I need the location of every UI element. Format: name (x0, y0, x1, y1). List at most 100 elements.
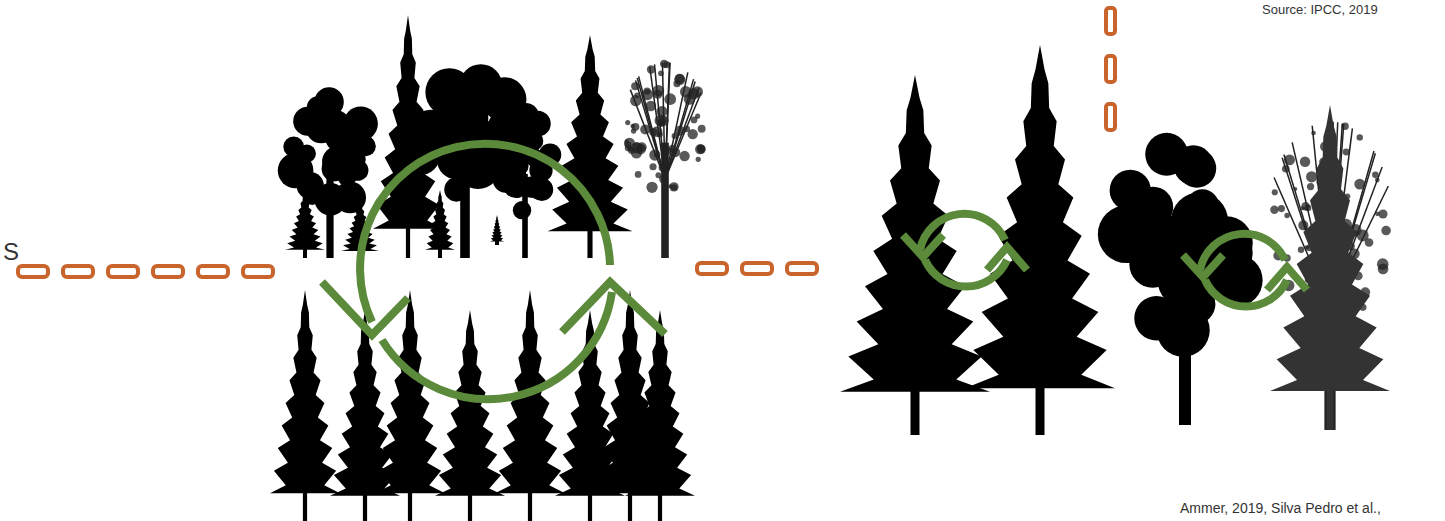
branch-line (665, 63, 670, 179)
twig-cluster (1381, 226, 1391, 236)
leaf-crown (314, 87, 343, 116)
tree-trunk (1326, 385, 1333, 431)
twig-cluster (1272, 189, 1278, 195)
orange-dash (198, 266, 228, 277)
leaf-crown (459, 64, 502, 107)
tree-trunk (406, 224, 410, 258)
twig-cluster (695, 144, 705, 154)
twig-cluster (660, 60, 668, 68)
tree-trunk (1036, 380, 1045, 435)
leaf-crown (493, 118, 517, 142)
tree-trunk (588, 491, 592, 521)
spruce-silhouette (270, 290, 340, 493)
orange-dash (697, 263, 727, 274)
source-note: Source: IPCC, 2019 (1262, 2, 1378, 17)
twig-cluster (696, 157, 701, 162)
orange-dash (63, 266, 93, 277)
twig-cluster (1278, 205, 1285, 212)
cycle-arc (360, 144, 610, 322)
orange-dash (108, 266, 138, 277)
tree-trunk (303, 489, 307, 521)
tree-trunk (658, 491, 662, 521)
spruce-silhouette (425, 190, 455, 250)
twig-cluster (679, 151, 689, 161)
branch-line (665, 93, 701, 180)
twig-cluster (1284, 213, 1289, 218)
twig-cluster (671, 184, 677, 190)
orange-dash (742, 263, 772, 274)
cycle-arrowhead (987, 247, 1027, 270)
twig-cluster (669, 182, 678, 191)
reference-note: Ammer, 2019, Silva Pedro et al., (1180, 500, 1381, 516)
tree-trunk (468, 491, 472, 521)
twig-cluster (625, 120, 630, 125)
orange-dash (1106, 104, 1115, 130)
twig-cluster (695, 114, 700, 119)
branch-line (636, 80, 665, 179)
twig-cluster (635, 144, 646, 155)
twig-cluster (646, 182, 657, 193)
orange-dash (1106, 56, 1115, 82)
leaf-crown (1134, 296, 1178, 340)
twig-cluster (697, 145, 706, 154)
branch-line (665, 81, 695, 179)
tree-trunk (495, 241, 499, 245)
leaf-crown (1142, 245, 1177, 280)
leaf-crown (444, 177, 468, 201)
tree-trunk (303, 248, 307, 258)
spruce-silhouette (840, 75, 990, 392)
orange-dash (1106, 8, 1115, 34)
cycle-arrowhead (903, 235, 943, 257)
tree-trunk (408, 489, 412, 521)
orange-dash (18, 266, 48, 277)
twig-cluster (1365, 238, 1374, 247)
branch-line (665, 63, 669, 180)
twig-cluster (635, 171, 642, 178)
spruce-silhouette (625, 310, 695, 496)
orange-dash (153, 266, 183, 277)
spruce-silhouette (285, 190, 325, 250)
twig-cluster (1377, 258, 1389, 270)
cycle-arrowhead (1267, 267, 1307, 290)
twig-cluster (1306, 171, 1317, 182)
twig-cluster (625, 142, 632, 149)
tree-trunk (587, 227, 592, 258)
twig-cluster (1300, 156, 1310, 166)
cycle-arrowhead (322, 282, 408, 335)
edge-letter: S (3, 238, 19, 266)
spruce-silhouette (1270, 105, 1390, 391)
leaf-crown (322, 156, 347, 181)
twig-cluster (664, 93, 676, 105)
cycle-arrowhead (562, 282, 665, 334)
twig-cluster (698, 125, 706, 133)
twig-cluster (1270, 205, 1278, 213)
leaf-crown (525, 111, 551, 137)
twig-cluster (1307, 183, 1314, 190)
tree-trunk (363, 491, 367, 521)
spruce-silhouette (490, 215, 504, 241)
leaf-crown (513, 201, 531, 219)
tree-trunk (528, 489, 532, 521)
leaf-crown (283, 136, 304, 157)
twig-cluster (675, 74, 685, 84)
twig-cluster (1298, 246, 1304, 252)
tree-trunk (911, 385, 920, 435)
orange-dash (787, 263, 817, 274)
leaf-crown (1186, 189, 1219, 222)
leaf-crown (297, 172, 324, 199)
orange-dash (243, 266, 273, 277)
leaf-crown (346, 150, 366, 170)
twig-cluster (674, 74, 685, 85)
cycle-arc (382, 292, 612, 399)
twig-cluster (1357, 134, 1363, 140)
twig-cluster (649, 163, 656, 170)
twig-cluster (1378, 209, 1387, 218)
branch-line (630, 90, 665, 180)
branch-line (650, 67, 665, 180)
cycle-arrowhead (1183, 255, 1223, 277)
leaf-crown (1133, 187, 1173, 227)
leaf-crown (1177, 149, 1216, 188)
leaf-crown (344, 107, 378, 141)
twig-cluster (632, 123, 640, 131)
